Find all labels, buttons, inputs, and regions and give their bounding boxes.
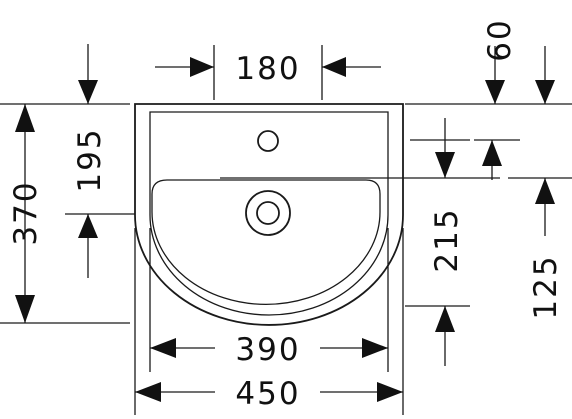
basin-outline (134, 103, 500, 326)
dim-390-label: 390 (235, 332, 300, 368)
dim-125: 125 (474, 139, 572, 320)
dim-60-label: 60 (482, 18, 518, 61)
dim-180: 180 (155, 45, 381, 100)
dim-215: 215 (405, 118, 470, 366)
dim-450-label: 450 (235, 376, 300, 412)
dim-195-label: 195 (72, 127, 108, 192)
dim-215-label: 215 (429, 207, 465, 272)
dim-180-label: 180 (235, 51, 300, 87)
dim-125-label: 125 (528, 254, 564, 319)
dim-390: 390 (149, 228, 389, 372)
tap-hole (257, 130, 279, 152)
dim-370-label: 370 (8, 180, 44, 245)
dim-60: 60 (482, 18, 555, 104)
drain (245, 190, 291, 236)
dim-370: 370 (0, 104, 130, 324)
dim-195: 195 (65, 44, 135, 278)
dim-450: 450 (134, 228, 404, 415)
